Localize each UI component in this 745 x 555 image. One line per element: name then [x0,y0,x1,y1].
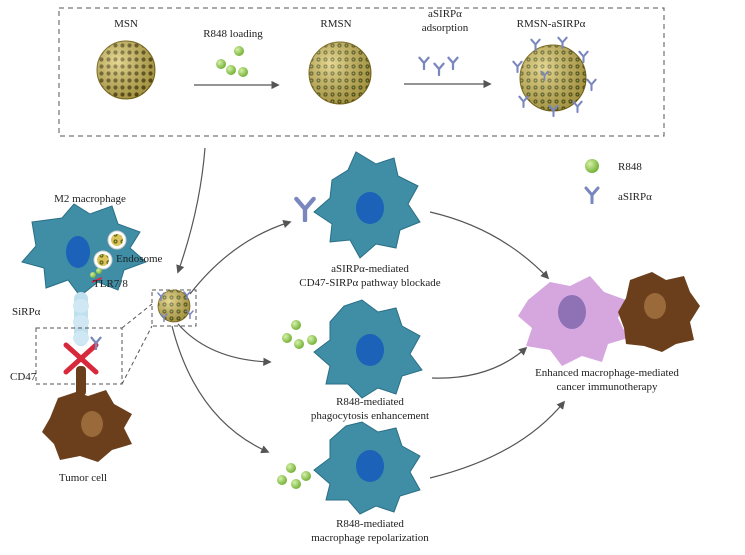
pathway-3-r848-icon [277,463,311,489]
zoom-line-2 [121,325,153,385]
antibody-group-top [418,56,459,76]
sirpa-label: SiRPα [12,306,41,318]
pathway-1-label-1: aSIRPα-mediated [331,263,409,275]
msn-nanoparticle [96,40,156,100]
rmsn-label: RMSN [320,18,351,30]
legend-asirpa-label: aSIRPα [618,191,652,203]
arrow-to-pathway-3 [171,325,270,454]
tumor-cell-label: Tumor cell [59,472,107,484]
arrow-from-pathway-1 [429,211,550,280]
central-nanoparticle [157,289,194,323]
r848-molecules-top [216,46,248,77]
legend-antibody-icon [584,186,600,204]
outcome-label-2: cancer immunotherapy [556,381,658,393]
m2-nucleus [66,236,90,268]
enhanced-macrophage [518,276,628,366]
pathway-1-macrophage [313,151,421,259]
pathway-1-antibody-icon [296,199,313,221]
tlr-receptor-icon [91,277,103,283]
sirpa-receptor [73,292,89,346]
pathway-2-r848-icon [282,320,317,349]
m2-macrophage [21,203,147,297]
pathway-3-label-2: macrophage repolarization [311,532,429,544]
asirpa-adsorption-label-1: aSIRPα [428,8,462,20]
synthesis-box [58,7,665,137]
outcome-label-1: Enhanced macrophage-mediated [535,367,679,379]
msn-label: MSN [114,18,138,30]
pathway-2-macrophage [313,299,423,399]
arrow-to-pathway-1 [189,219,292,295]
blockade-x-icon [63,342,99,375]
legend-r848-icon [585,159,599,173]
rmsn-asirpa-nanoparticle [512,36,597,117]
m2-macrophage-label: M2 macrophage [54,193,126,205]
tlr-label: TLR7/8 [93,278,128,290]
r848-loading-label: R848 loading [203,28,263,40]
asirpa-adsorption-label-2: adsorption [422,22,469,34]
tumor-nucleus [81,411,103,437]
rmsn-asirpa-label: RMSN-aSIRPα [517,18,586,30]
tumor-cell [42,390,132,462]
rmsn-nanoparticle [308,41,372,105]
cd47-label: CD47 [10,371,37,383]
pathway-1-label-2: CD47-SIRPα pathway blockade [299,277,441,289]
legend: R848 aSIRPα [584,159,652,204]
pathway-3-macrophage [313,421,421,515]
zoom-line-1 [121,303,153,329]
legend-r848-label: R848 [618,161,642,173]
arrow-from-pathway-2 [431,346,528,379]
cd47-receptor [76,366,86,396]
arrow-to-pathway-2 [177,323,272,366]
outcome-tumor-cell [618,272,700,352]
delivery-arrow [176,147,206,274]
pathway-2-label-2: phagocytosis enhancement [311,410,429,422]
arrow-from-pathway-3 [429,400,566,479]
pathway-2-label-1: R848-mediated [336,396,404,408]
pathway-3-label-1: R848-mediated [336,518,404,530]
endosome-label: Endosome [116,253,163,265]
